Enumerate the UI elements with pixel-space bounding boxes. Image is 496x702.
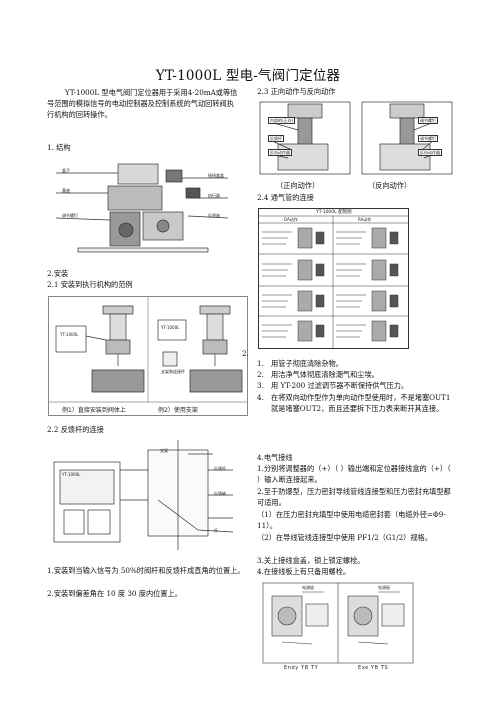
fig3-label-bracket: 支架 bbox=[160, 448, 168, 453]
page-title: YT-1000L 型电-气阀门定位器 bbox=[155, 68, 341, 84]
fig4-left-label-1: 内部的(正向) bbox=[268, 117, 296, 124]
pipe-step-1: 1.用管子彻底清除杂物。 bbox=[257, 359, 343, 368]
fig2-caption-example2: 例2）使用支架 bbox=[158, 407, 198, 414]
pipe-step-2: 2.用洁净气体彻底清除潮气和尘埃。 bbox=[257, 370, 379, 380]
feedback-lever-figure: YT-1000L 支架 反馈杆 反馈轴 杆 bbox=[48, 440, 248, 550]
fig4-right-label-1: 调节螺钉 bbox=[418, 117, 438, 124]
pipe-step-4-text: 在将双向动作型作为单向动作型使用时，不是堵塞OUT1就是堵塞OUT2，而且还要拆… bbox=[271, 392, 451, 413]
fig3-label-lever: 反馈杆 bbox=[214, 466, 226, 471]
piping-table-drawing bbox=[258, 215, 408, 348]
pipe-step-4: 4.在将双向动作型作为单向动作型使用时，不是堵塞OUT1就是堵塞OUT2，而且还… bbox=[257, 392, 451, 413]
stray-marker-2: 2. bbox=[242, 349, 249, 358]
wiring-note-5: 3.关上接线盒盖，锁上锁定螺栓。 bbox=[257, 556, 365, 565]
fig2-bracket-label: 支架和连接件 bbox=[161, 369, 185, 374]
fig3-label-shaft: 反馈轴 bbox=[214, 491, 226, 496]
fig4-right-label-2: 调节螺钉 bbox=[418, 135, 438, 142]
fig1-label-5: 执行器 bbox=[208, 193, 220, 198]
section-direction-heading: 2.3 正向动作与反向动作 bbox=[257, 87, 336, 96]
pipe-step-3: 3.用 YT-200 过滤调节器不断保持供气压力。 bbox=[257, 381, 409, 391]
feedback-drawing bbox=[53, 440, 234, 550]
intro-paragraph: YT-1000L 型电气阀门定位器用于采用4-20mA或等信号范围的模拟信号的电… bbox=[47, 88, 238, 120]
piping-table-figure: YT-1000L 配管图 DA动作 RA动作 bbox=[258, 208, 409, 349]
fig1-label-4: 接线盒盖 bbox=[208, 173, 224, 178]
wiring-note-3: （1）在压力密封充填型中使用电缆密封套（电缆外径=Φ9-11）。 bbox=[257, 510, 446, 531]
fig1-label-1: 盖子 bbox=[62, 168, 70, 173]
wiring-note-2: 2.至于防爆型，压力密封导线管线连接型和压力密封充填型都可适用。 bbox=[257, 487, 451, 508]
install-note-1: 1.安装到当输入信号为 50%时阀杆和反馈杆成直角的位置上。 bbox=[47, 566, 245, 575]
fig4-left-label-3: 反向动作器 bbox=[268, 149, 292, 156]
pipe-step-3-text: 用 YT-200 过滤调节器不断保持供气压力。 bbox=[271, 381, 409, 391]
fig4-left-label-2: 反馈杆 bbox=[268, 135, 284, 142]
install-note-2: 2.安装到偏差角在 10 度 30 度内位置上。 bbox=[47, 589, 182, 598]
piping-table-col-da: DA动作 bbox=[284, 217, 298, 222]
fig6-label-left: 电源极 bbox=[302, 585, 314, 590]
fig6-caption-right: Exe YB TS bbox=[358, 665, 389, 671]
fig6-caption-left: Endy YB TY bbox=[284, 665, 319, 671]
section-airpipe-heading: 2.4 通气管的连接 bbox=[257, 193, 314, 202]
wiring-figure: 电源极 电源极 Endy YB TY Exe YB TS bbox=[262, 582, 414, 674]
fig2-caption-example1: 例1）直接安装到阀体上 bbox=[62, 407, 126, 414]
fig2-model-label: YT-1000L bbox=[60, 332, 79, 337]
fig3-label-model: YT-1000L bbox=[62, 472, 81, 477]
fig1-label-6: 反馈轴 bbox=[208, 213, 220, 218]
section-feedback-heading: 2.2 反馈杆的连接 bbox=[47, 425, 104, 434]
fig1-label-3: 调节螺钉 bbox=[62, 213, 78, 218]
action-direction-drawing bbox=[259, 101, 453, 175]
pipe-steps-list: 1.用管子彻底清除杂物。 2.用洁净气体彻底清除潮气和尘埃。 3.用 YT-20… bbox=[257, 358, 457, 414]
mounting-drawing bbox=[48, 296, 248, 416]
structure-exploded-figure: 盖子 基座 调节螺钉 接线盒盖 执行器 反馈轴 bbox=[48, 158, 248, 262]
piping-table-title: YT-1000L 配管图 bbox=[316, 210, 352, 215]
mounting-example-figure: YT-1000L YT-1000L 支架和连接件 例1）直接安装到阀体上 例2）… bbox=[48, 296, 248, 416]
section-install-example-heading: 2.1 安装到执行机构的范例 bbox=[47, 280, 133, 289]
fig2-model-label-2: YT-1000L bbox=[161, 325, 180, 330]
wiring-drawing bbox=[262, 582, 414, 664]
fig6-label-right: 电源极 bbox=[378, 585, 390, 590]
structure-drawing bbox=[55, 163, 229, 253]
piping-table-col-ra: RA动作 bbox=[358, 217, 372, 222]
action-direction-figure: 内部的(正向) 反馈杆 反向动作器 调节螺钉 调节螺钉 反向动作器 bbox=[258, 100, 454, 178]
wiring-note-6: 4.在接线板上有只备用螺栓。 bbox=[257, 567, 351, 576]
section-wiring-heading: 4.电气接线 bbox=[257, 453, 293, 462]
wiring-note-1: 1.分别将调整器的（+）（ ）输出端和定位器接线盒的（+）（ ）输入断连接起来。 bbox=[257, 464, 451, 485]
fig1-label-2: 基座 bbox=[62, 188, 70, 193]
section-structure-heading: 1. 结构 bbox=[47, 143, 71, 152]
fig3-label-rod: 杆 bbox=[214, 528, 218, 533]
section-install-heading: 2.安装 bbox=[47, 269, 69, 278]
wiring-note-4: （2）在导线管线连接型中使用 PF1/2（G1/2）规格。 bbox=[257, 533, 432, 542]
fig4-right-label-3: 反向动作器 bbox=[418, 149, 442, 156]
pipe-step-2-text: 用洁净气体彻底清除潮气和尘埃。 bbox=[271, 370, 379, 380]
pipe-step-1-text: 用管子彻底清除杂物。 bbox=[271, 359, 343, 368]
forward-action-caption: （正向动作） bbox=[276, 181, 320, 190]
reverse-action-caption: （反向动作） bbox=[368, 181, 412, 190]
